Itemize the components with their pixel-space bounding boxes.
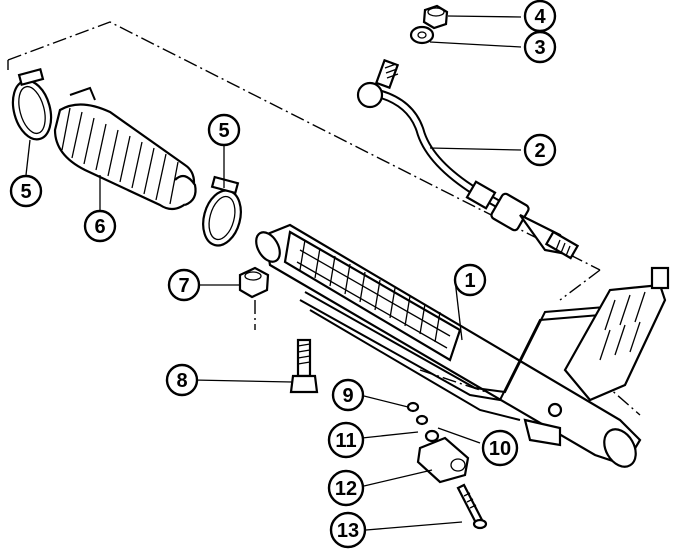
callout-5-right-label: 5	[218, 120, 229, 142]
callout-9: 9	[331, 378, 365, 412]
callout-12-label: 12	[335, 478, 357, 500]
callout-6-label: 6	[94, 216, 105, 238]
callout-5-left: 5	[9, 174, 43, 208]
callout-2: 2	[523, 133, 557, 167]
callout-3-label: 3	[534, 37, 545, 59]
callout-8-label: 8	[176, 370, 187, 392]
clamp-ring-right	[202, 175, 242, 247]
rack-housing	[255, 223, 670, 468]
mounting-nut	[238, 266, 270, 299]
callout-5-right: 5	[207, 113, 241, 147]
tie-rod	[356, 58, 580, 260]
callout-13: 13	[329, 511, 367, 549]
nut	[422, 4, 449, 30]
callout-7-label: 7	[178, 275, 189, 297]
callout-3: 3	[523, 30, 557, 64]
callout-11-label: 11	[335, 430, 356, 452]
callout-9-label: 9	[342, 385, 353, 407]
callout-5-left-label: 5	[20, 181, 31, 203]
callout-8: 8	[165, 363, 199, 397]
seal-rings	[415, 414, 440, 443]
callout-4: 4	[523, 0, 557, 33]
callout-10-label: 10	[489, 438, 511, 460]
leader-lines	[25, 15, 522, 531]
callout-7: 7	[167, 268, 201, 302]
o-ring	[406, 401, 420, 413]
callout-10: 10	[481, 429, 519, 467]
callout-1: 1	[453, 263, 487, 297]
bolt	[289, 338, 319, 394]
callout-4-label: 4	[534, 6, 546, 28]
callout-1-label: 1	[464, 270, 475, 292]
bellows-boot	[53, 86, 197, 211]
callout-6: 6	[83, 209, 117, 243]
callout-2-label: 2	[534, 140, 545, 162]
callout-11: 11	[327, 421, 365, 459]
mounting-block	[416, 436, 470, 484]
callout-13-label: 13	[337, 520, 359, 542]
clamp-ring-left	[11, 67, 53, 141]
callout-12: 12	[327, 469, 365, 507]
screw	[456, 483, 488, 530]
washer	[409, 25, 435, 45]
